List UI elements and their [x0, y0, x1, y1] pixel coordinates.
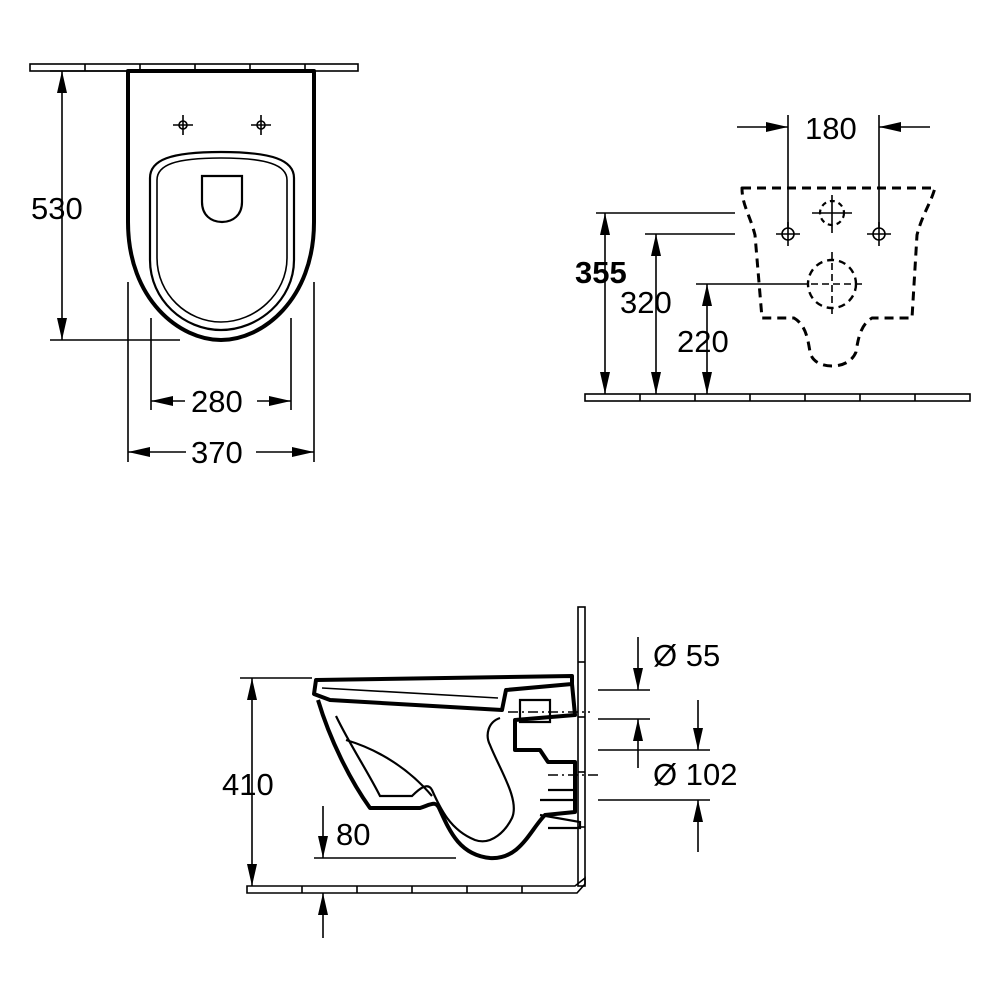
bowl-water-channel: [345, 738, 433, 797]
width-dimension: 370: [127, 282, 315, 470]
inlet-diameter-dimension: Ø 55: [598, 637, 720, 768]
fixing-hole-right-icon: [251, 115, 271, 135]
outlet-height-label: 220: [677, 324, 729, 359]
bowl-inner-side: [335, 715, 515, 843]
outlet-height-dimension: 220: [677, 283, 800, 394]
bowl-outline-top: [126, 69, 316, 342]
side-view: 410 80 Ø 55 Ø 1: [222, 606, 737, 938]
bowl-inner-rim-2: [156, 157, 288, 323]
depth-label: 530: [31, 191, 83, 226]
rear-inlet-icon: [812, 195, 852, 233]
rear-view: 180 355 320 220: [575, 111, 971, 402]
rear-outline: [740, 186, 937, 368]
fixing-height-dimension: 320: [620, 233, 735, 394]
height-label: 410: [222, 767, 274, 802]
toilet-seat: [312, 674, 574, 712]
seat-clearance-dimension: 80: [314, 806, 456, 938]
rear-view-floor: [584, 393, 971, 402]
fixing-distance-dimension: 280: [150, 318, 292, 419]
seat-clearance-label: 80: [336, 817, 370, 852]
rear-outlet-icon: [800, 252, 864, 318]
top-view: 530 280 370: [29, 63, 359, 470]
fixing-spacing-label: 180: [805, 111, 857, 146]
inlet-diameter-label: Ø 55: [653, 638, 720, 673]
bowl-inner-rim: [148, 150, 296, 332]
trap-outlet: [539, 788, 582, 830]
side-view-wall: [577, 606, 586, 887]
fixing-spacing-dimension: 180: [737, 111, 930, 228]
flush-opening: [200, 174, 244, 224]
height-dimension: 410: [222, 677, 312, 886]
inlet-height-label: 355: [575, 255, 627, 290]
inlet-connector: [518, 698, 552, 724]
fixing-height-label: 320: [620, 285, 672, 320]
outlet-diameter-dimension: Ø 102: [598, 700, 737, 852]
inlet-height-dimension: 355: [575, 212, 735, 394]
outlet-diameter-label: Ø 102: [653, 757, 737, 792]
side-view-floor: [246, 876, 586, 894]
fixing-distance-label: 280: [191, 384, 243, 419]
width-label: 370: [191, 435, 243, 470]
depth-dimension: 530: [31, 70, 180, 341]
fixing-hole-left-icon: [173, 115, 193, 135]
